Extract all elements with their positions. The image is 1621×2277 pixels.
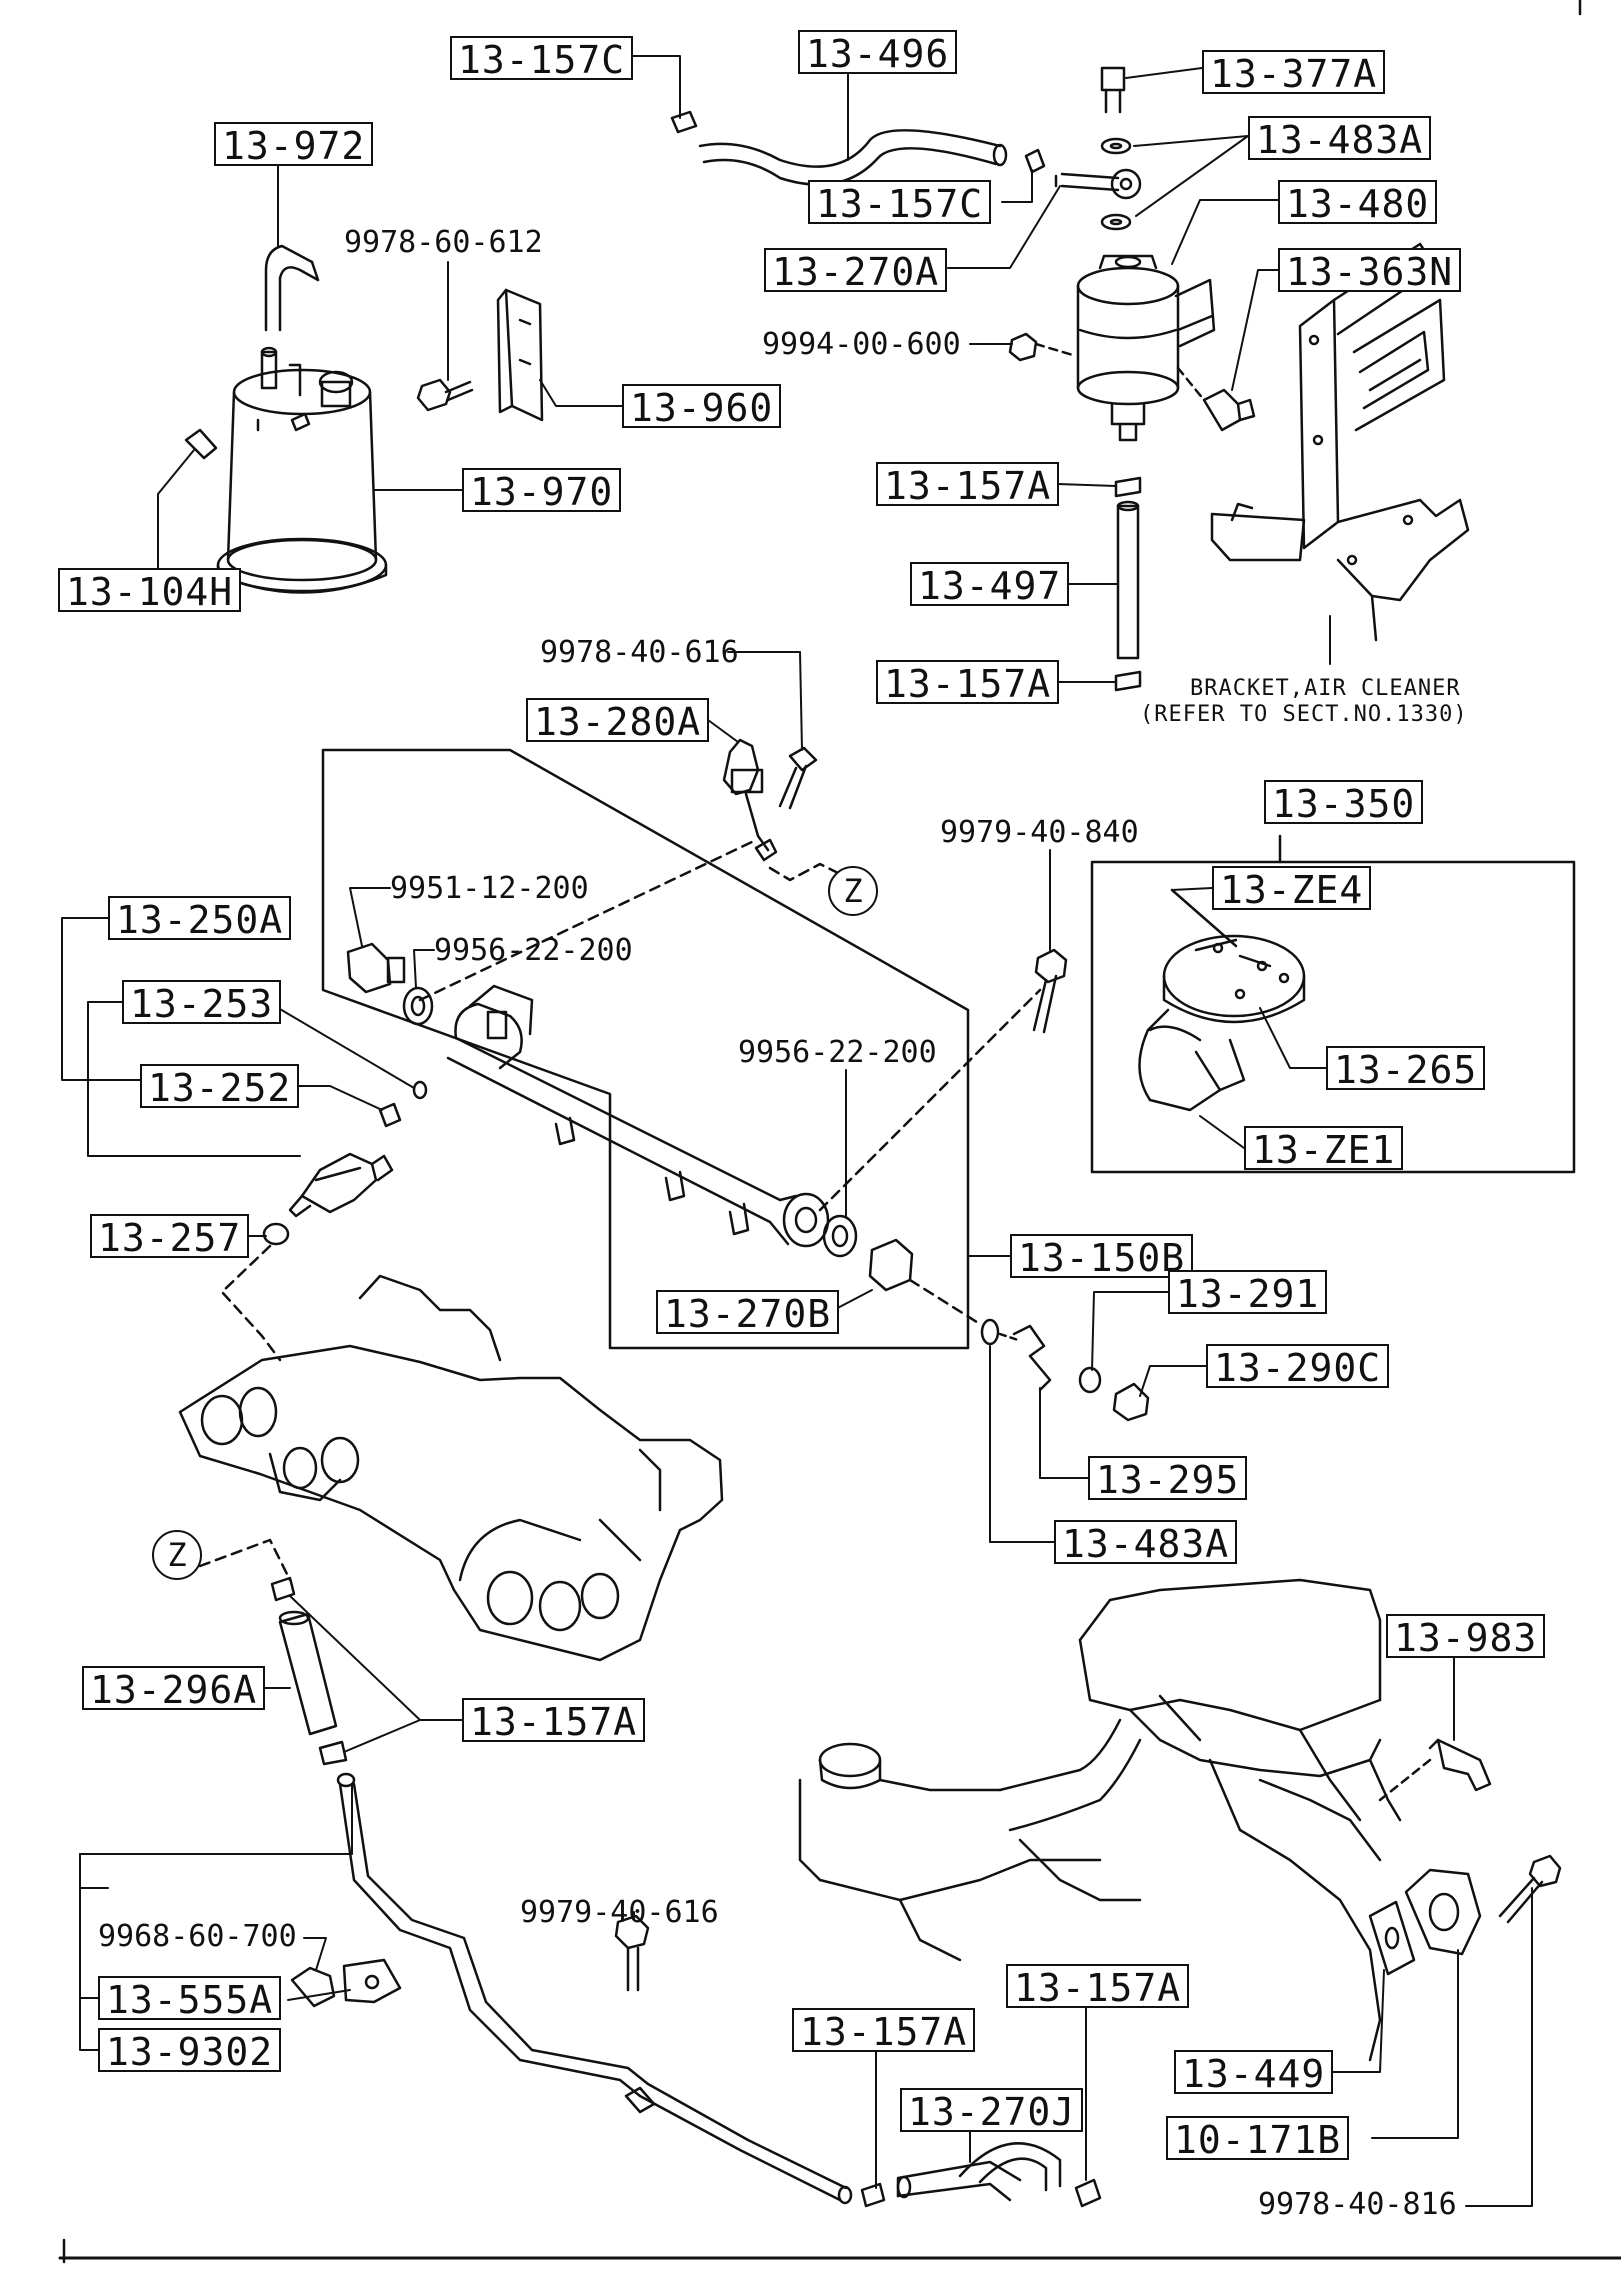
part-number-9978-40-816: 9978-40-816	[1258, 2187, 1457, 2222]
part-label-10-171B: 10-171B	[1166, 2116, 1350, 2162]
intake-manifold	[178, 1274, 724, 1662]
part-number-9979-40-840: 9979-40-840	[940, 815, 1139, 850]
connection-marker-z-lower: Z	[152, 1530, 202, 1580]
part-label-13-252: 13-252	[140, 1064, 300, 1110]
part-label-13-377A: 13-377A	[1202, 50, 1386, 96]
return-fitting	[908, 1278, 1150, 1422]
part-label-13-157A-lower: 13-157A	[462, 1698, 646, 1744]
part-label-13-970: 13-970	[462, 468, 622, 514]
part-label-13-555A: 13-555A	[98, 1976, 282, 2022]
part-label-13-972: 13-972	[214, 122, 374, 168]
part-label-13-253: 13-253	[122, 980, 282, 1026]
part-label-13-157A-filter-bottom: 13-157A	[876, 660, 1060, 706]
part-number-9994-00-600: 9994-00-600	[762, 327, 961, 362]
part-label-13-290C: 13-290C	[1206, 1344, 1390, 1390]
part-label-13-250A: 13-250A	[108, 896, 292, 942]
part-label-13-104H: 13-104H	[58, 568, 242, 614]
pressure-regulator	[722, 738, 818, 862]
part-label-13-265: 13-265	[1326, 1046, 1486, 1092]
part-number-9978-60-612: 9978-60-612	[344, 225, 543, 260]
part-label-13-270A: 13-270A	[764, 248, 948, 294]
part-label-13-449: 13-449	[1174, 2050, 1334, 2096]
leader-lines	[61, 55, 1533, 2207]
part-label-13-270B: 13-270B	[656, 1290, 840, 1336]
part-number-9956-22-200-right: 9956-22-200	[738, 1035, 937, 1070]
part-label-13-157C-mid: 13-157C	[808, 180, 992, 226]
part-label-13-ZE1: 13-ZE1	[1244, 1126, 1404, 1172]
part-label-13-483A-bottom: 13-483A	[1054, 1520, 1238, 1566]
part-number-9979-40-616: 9979-40-616	[520, 1895, 719, 1930]
bracket-note-line2: (REFER TO SECT.NO.1330)	[1140, 702, 1468, 727]
part-label-13-363N: 13-363N	[1278, 248, 1462, 294]
air-cleaner-bracket	[1114, 242, 1470, 692]
part-label-13-497: 13-497	[910, 562, 1070, 608]
fuel-pump-box	[1090, 834, 1576, 1174]
engine-air-cleaner	[798, 1578, 1562, 2062]
part-number-9978-40-616: 9978-40-616	[540, 635, 739, 670]
canister-assembly	[184, 244, 544, 594]
injector-assembly	[220, 1080, 428, 1362]
part-number-9951-12-200: 9951-12-200	[390, 871, 589, 906]
fuel-rail-frame	[321, 748, 1068, 1350]
part-number-9956-22-200-left: 9956-22-200	[434, 933, 633, 968]
part-label-13-483A-top: 13-483A	[1248, 116, 1432, 162]
part-label-13-480: 13-480	[1278, 180, 1438, 226]
part-label-13-280A: 13-280A	[526, 698, 710, 744]
part-label-13-983: 13-983	[1386, 1614, 1546, 1660]
part-label-13-270J: 13-270J	[900, 2088, 1084, 2134]
part-label-13-150B: 13-150B	[1010, 1234, 1194, 1280]
part-label-13-157C-top: 13-157C	[450, 36, 634, 82]
part-label-13-350: 13-350	[1264, 780, 1424, 826]
part-label-13-257: 13-257	[90, 1214, 250, 1260]
part-label-13-295: 13-295	[1088, 1456, 1248, 1502]
part-label-13-960: 13-960	[622, 384, 782, 430]
part-label-13-ZE4: 13-ZE4	[1212, 866, 1372, 912]
part-label-13-496: 13-496	[798, 30, 958, 76]
lower-fuel-lines	[198, 1538, 1102, 2208]
part-label-13-157A-filter-top: 13-157A	[876, 462, 1060, 508]
part-label-13-291: 13-291	[1168, 1270, 1328, 1316]
part-label-13-157A-hose-right: 13-157A	[1006, 1964, 1190, 2010]
part-label-13-157A-hose-left: 13-157A	[792, 2008, 976, 2054]
connection-marker-z-upper: Z	[828, 866, 878, 916]
part-label-13-9302: 13-9302	[98, 2028, 282, 2074]
fuel-hose-13-496	[670, 110, 1046, 186]
bracket-note-line1: BRACKET,AIR CLEANER	[1190, 676, 1461, 701]
part-number-9968-60-700: 9968-60-700	[98, 1919, 297, 1954]
fuel-filter-assembly	[1008, 66, 1256, 442]
part-label-13-296A: 13-296A	[82, 1666, 266, 1712]
